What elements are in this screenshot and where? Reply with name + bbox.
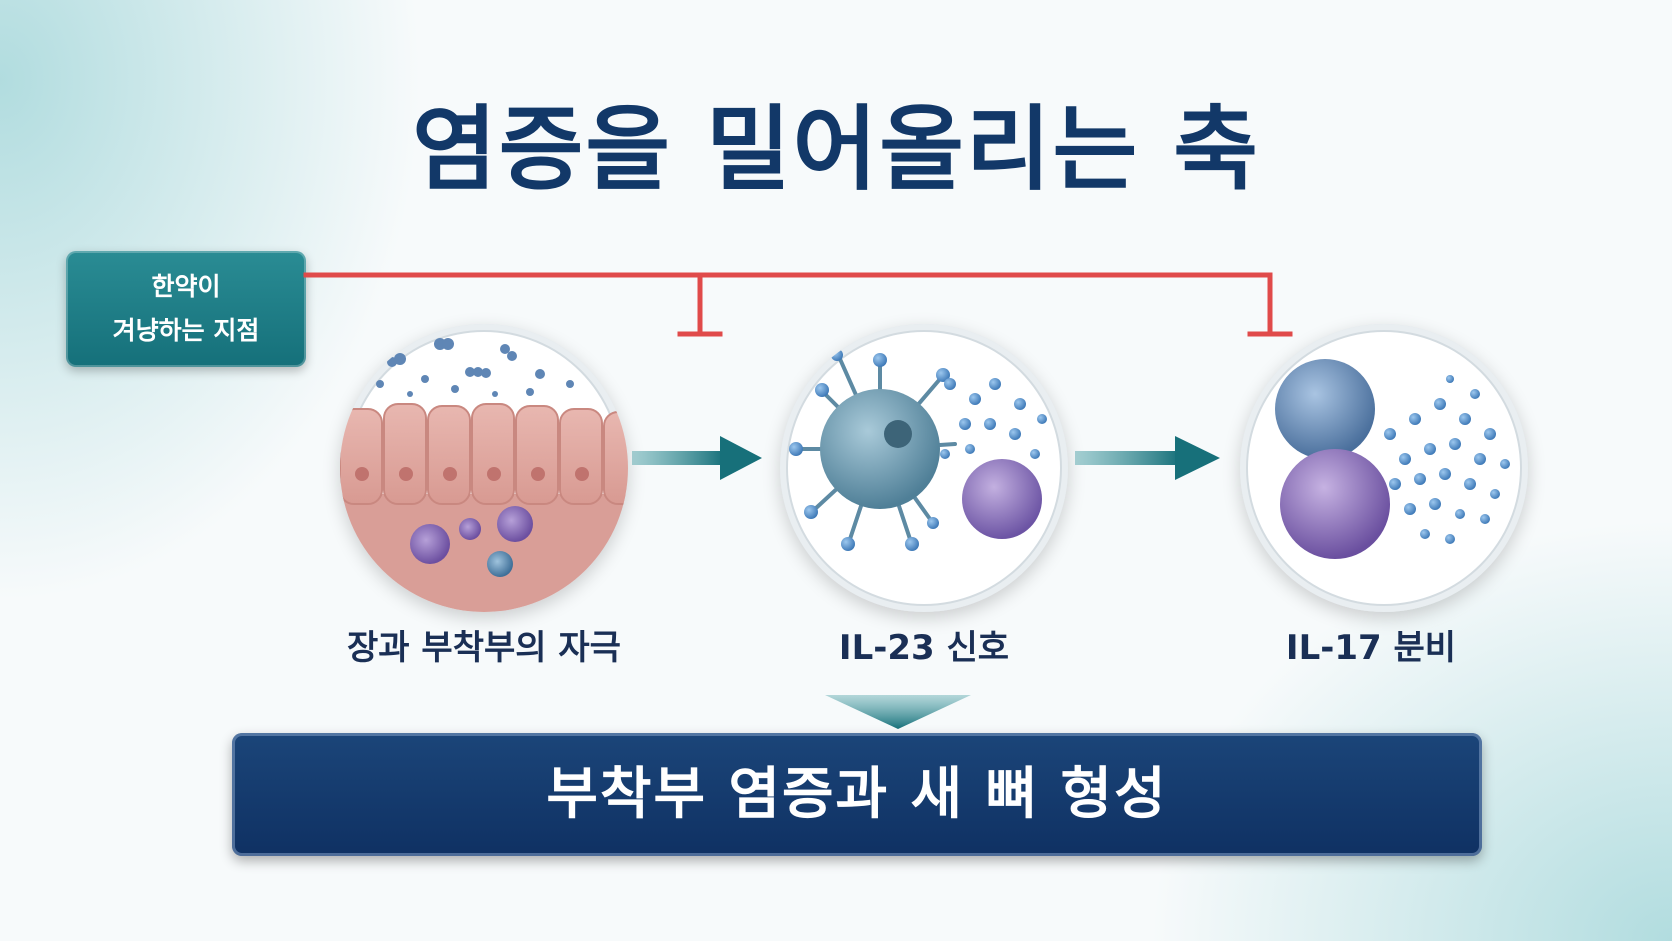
arrow-right-icon — [1075, 436, 1220, 480]
stage-label-gut: 장과 부착부의 자극 — [347, 628, 621, 668]
gut-irritation-illustration — [340, 324, 628, 612]
page-title: 염증을 밀어올리는 축 — [412, 96, 1260, 203]
arrow-right-icon — [632, 436, 762, 480]
target-box-line2: 겨냥하는 지점 — [112, 316, 260, 345]
target-box-line1: 한약이 — [151, 272, 221, 301]
herbal-target-box: 한약이 겨냥하는 지점 — [66, 251, 306, 367]
il23-signal-illustration — [780, 324, 1068, 612]
stage-label-il23: IL-23 신호 — [838, 628, 1010, 668]
result-box: 부착부 염증과 새 뼈 형성 — [232, 733, 1482, 856]
stage-label-il17: IL-17 분비 — [1285, 628, 1457, 668]
arrow-down-icon — [825, 695, 971, 729]
il17-secretion-illustration — [1240, 324, 1528, 612]
